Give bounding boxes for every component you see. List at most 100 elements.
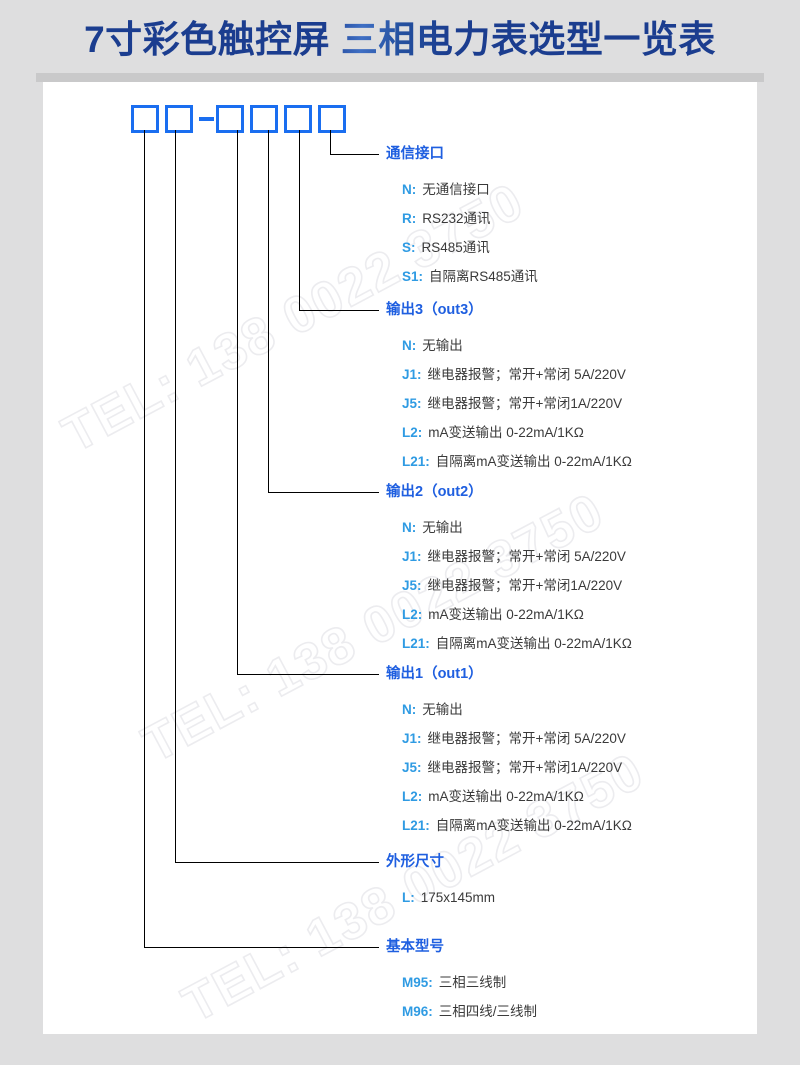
- model-code-box-5[interactable]: [284, 105, 312, 133]
- section-title: 输出3（out3）: [386, 302, 483, 318]
- option-description: mA变送输出 0-22mA/1KΩ: [428, 607, 584, 622]
- section-communication-interface: 通信接口 N: 无通信接口 R: RS232通讯 S: RS485通讯 S1: …: [386, 145, 538, 291]
- model-code-row: [131, 105, 352, 133]
- option-row: N: 无输出: [386, 513, 632, 542]
- leader-line-communication-vertical: [330, 130, 332, 154]
- section-output-3: 输出3（out3） N: 无输出 J1: 继电器报警；常开+常闭 5A/220V…: [386, 301, 632, 476]
- option-row: L: 175x145mm: [386, 883, 495, 912]
- leader-line-communication-horizontal: [330, 154, 379, 156]
- option-description: 继电器报警；常开+常闭 5A/220V: [427, 367, 626, 382]
- option-description: 无通信接口: [422, 182, 490, 197]
- option-row: L2: mA变送输出 0-22mA/1KΩ: [386, 600, 632, 629]
- option-description: 自隔离mA变送输出 0-22mA/1KΩ: [435, 636, 632, 651]
- section-output-2: 输出2（out2） N: 无输出 J1: 继电器报警；常开+常闭 5A/220V…: [386, 483, 632, 658]
- option-code: L21:: [402, 636, 430, 651]
- model-code-box-1[interactable]: [131, 105, 159, 133]
- option-code: L21:: [402, 818, 430, 833]
- option-row: J5: 继电器报警；常开+常闭1A/220V: [386, 753, 632, 782]
- option-row: L21: 自隔离mA变送输出 0-22mA/1KΩ: [386, 811, 632, 840]
- model-code-box-4[interactable]: [250, 105, 278, 133]
- option-code: S1:: [402, 269, 424, 284]
- option-code: L21:: [402, 454, 430, 469]
- option-description: RS485通讯: [421, 240, 490, 255]
- leader-line-output1-vertical: [237, 130, 239, 674]
- section-title: 通信接口: [386, 146, 444, 162]
- option-row: N: 无输出: [386, 331, 632, 360]
- section-basic-model: 基本型号 M95: 三相三线制 M96: 三相四线/三线制: [386, 938, 537, 1026]
- option-description: 继电器报警；常开+常闭1A/220V: [427, 578, 623, 593]
- option-code: L2:: [402, 607, 423, 622]
- option-row: J5: 继电器报警；常开+常闭1A/220V: [386, 571, 632, 600]
- option-row: R: RS232通讯: [386, 204, 538, 233]
- option-code: L2:: [402, 789, 423, 804]
- option-description: mA变送输出 0-22mA/1KΩ: [428, 789, 584, 804]
- selection-chart-card: TEL: 138 0022 3750 TEL: 138 0022 3750 TE…: [43, 82, 757, 1034]
- option-code: J5:: [402, 578, 422, 593]
- option-code: L2:: [402, 425, 423, 440]
- leader-line-dimensions-vertical: [175, 130, 177, 862]
- page-title-bar: 7寸彩色触控屏 三相电力表选型一览表: [0, 0, 800, 72]
- option-row: S: RS485通讯: [386, 233, 538, 262]
- option-code: M96:: [402, 1004, 433, 1019]
- option-description: 自隔离mA变送输出 0-22mA/1KΩ: [435, 818, 632, 833]
- leader-line-output2-vertical: [268, 130, 270, 492]
- option-row: N: 无输出: [386, 695, 632, 724]
- option-code: M95:: [402, 975, 433, 990]
- option-row: N: 无通信接口: [386, 175, 538, 204]
- option-code: N:: [402, 520, 417, 535]
- option-code: J1:: [402, 549, 422, 564]
- option-row: L21: 自隔离mA变送输出 0-22mA/1KΩ: [386, 629, 632, 658]
- option-row: M96: 三相四线/三线制: [386, 997, 537, 1026]
- section-title: 输出1（out1）: [386, 666, 483, 682]
- option-description: 无输出: [422, 520, 463, 535]
- option-code: L:: [402, 890, 415, 905]
- model-code-box-6[interactable]: [318, 105, 346, 133]
- option-code: S:: [402, 240, 416, 255]
- section-dimensions: 外形尺寸 L: 175x145mm: [386, 853, 495, 912]
- option-description: mA变送输出 0-22mA/1KΩ: [428, 425, 584, 440]
- option-description: 继电器报警；常开+常闭 5A/220V: [427, 731, 626, 746]
- model-code-separator-dash: [199, 117, 214, 121]
- option-row: J1: 继电器报警；常开+常闭 5A/220V: [386, 724, 632, 753]
- option-code: J5:: [402, 760, 422, 775]
- option-code: J5:: [402, 396, 422, 411]
- option-code: J1:: [402, 367, 422, 382]
- option-code: N:: [402, 182, 417, 197]
- leader-line-output1-horizontal: [237, 674, 379, 676]
- option-description: 自隔离mA变送输出 0-22mA/1KΩ: [435, 454, 632, 469]
- card-top-edge: [36, 73, 764, 82]
- option-row: M95: 三相三线制: [386, 968, 537, 997]
- option-description: 自隔离RS485通讯: [429, 269, 538, 284]
- option-row: S1: 自隔离RS485通讯: [386, 262, 538, 291]
- option-description: 无输出: [422, 338, 463, 353]
- option-description: 继电器报警；常开+常闭1A/220V: [427, 396, 623, 411]
- option-row: J1: 继电器报警；常开+常闭 5A/220V: [386, 360, 632, 389]
- leader-line-output3-vertical: [299, 130, 301, 310]
- leader-line-output2-horizontal: [268, 492, 379, 494]
- option-description: 175x145mm: [420, 890, 496, 905]
- option-code: J1:: [402, 731, 422, 746]
- leader-line-output3-horizontal: [299, 310, 379, 312]
- option-row: L2: mA变送输出 0-22mA/1KΩ: [386, 782, 632, 811]
- option-row: L2: mA变送输出 0-22mA/1KΩ: [386, 418, 632, 447]
- option-description: RS232通讯: [422, 211, 491, 226]
- leader-line-basic-model-horizontal: [144, 947, 379, 949]
- option-row: J5: 继电器报警；常开+常闭1A/220V: [386, 389, 632, 418]
- leader-line-basic-model-vertical: [144, 130, 146, 947]
- option-description: 三相四线/三线制: [438, 1004, 538, 1019]
- option-description: 三相三线制: [438, 975, 507, 990]
- option-description: 继电器报警；常开+常闭1A/220V: [427, 760, 623, 775]
- leader-line-dimensions-horizontal: [175, 862, 379, 864]
- section-output-1: 输出1（out1） N: 无输出 J1: 继电器报警；常开+常闭 5A/220V…: [386, 665, 632, 840]
- option-code: N:: [402, 702, 417, 717]
- section-title: 外形尺寸: [386, 854, 444, 870]
- model-code-box-3[interactable]: [216, 105, 244, 133]
- option-row: J1: 继电器报警；常开+常闭 5A/220V: [386, 542, 632, 571]
- section-title: 基本型号: [386, 939, 444, 955]
- option-code: R:: [402, 211, 417, 226]
- section-title: 输出2（out2）: [386, 484, 483, 500]
- option-description: 无输出: [422, 702, 463, 717]
- option-description: 继电器报警；常开+常闭 5A/220V: [427, 549, 626, 564]
- model-code-box-2[interactable]: [165, 105, 193, 133]
- page-title: 7寸彩色触控屏 三相电力表选型一览表: [84, 9, 716, 63]
